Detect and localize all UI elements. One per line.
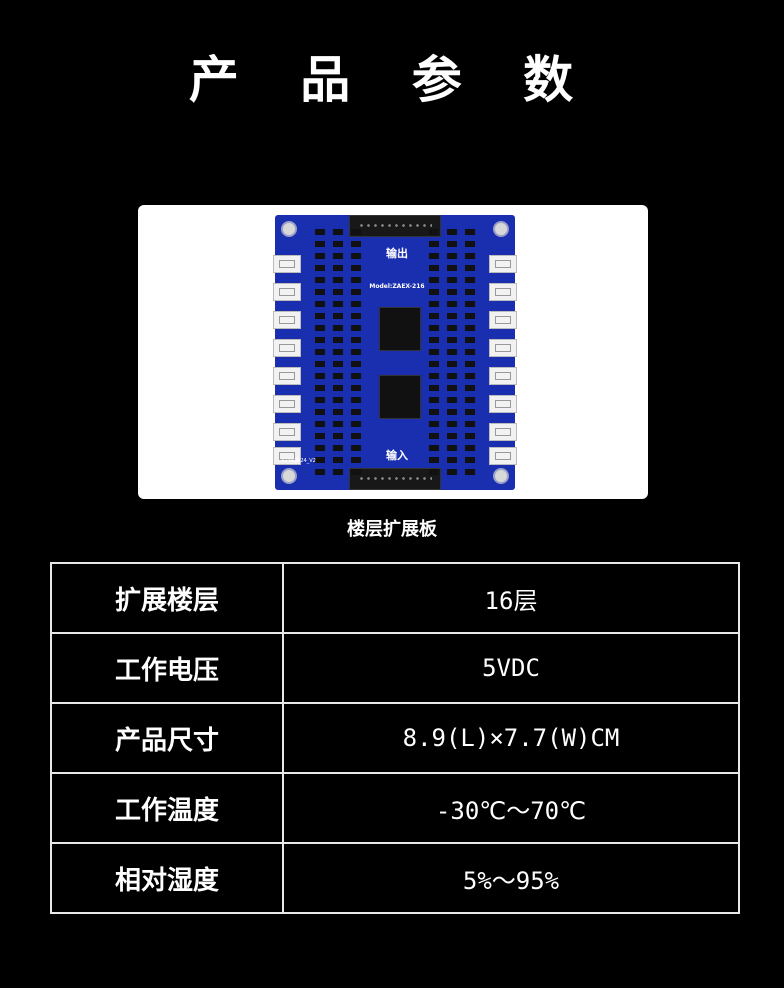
component-column (447, 229, 457, 479)
terminal-connector (273, 255, 301, 273)
board-output-label: 输出 (386, 247, 408, 260)
spec-label: 扩展楼层 (50, 562, 284, 634)
ic-chip (379, 375, 421, 419)
board-version-label: A2343624_V2 (281, 458, 316, 464)
page-title: 产 品 参 数 (188, 51, 596, 109)
component-column (315, 229, 325, 479)
terminal-connector (489, 283, 517, 301)
component-column (465, 229, 475, 479)
output-header-connector (349, 215, 441, 237)
terminal-connector (273, 339, 301, 357)
input-header-connector (349, 468, 441, 490)
spec-value: 8.9(L)×7.7(W)CM (282, 702, 740, 774)
table-row: 相对湿度 5%～95% (50, 842, 740, 914)
spec-label: 工作电压 (50, 632, 284, 704)
spec-label: 工作温度 (50, 772, 284, 844)
photo-caption: 楼层扩展板 (347, 519, 437, 540)
mounting-hole (281, 221, 297, 237)
spec-value: 16层 (282, 562, 740, 634)
terminal-connector (489, 447, 517, 465)
mounting-hole (493, 468, 509, 484)
table-row: 扩展楼层 16层 (50, 562, 740, 634)
terminal-connector (489, 423, 517, 441)
mounting-hole (493, 221, 509, 237)
terminal-connector (273, 423, 301, 441)
component-column (333, 229, 343, 479)
ic-chip (379, 307, 421, 351)
terminal-connector (489, 395, 517, 413)
board-input-label: 输入 (386, 449, 408, 462)
spec-label: 相对湿度 (50, 842, 284, 914)
pcb-board: 输出 Model:ZAEX-216 输入 A2343624_V2 (273, 215, 517, 490)
component-column (429, 229, 439, 479)
spec-label: 产品尺寸 (50, 702, 284, 774)
terminal-connector (489, 339, 517, 357)
terminal-connector (489, 255, 517, 273)
mounting-hole (281, 468, 297, 484)
terminal-connector (273, 283, 301, 301)
terminal-connector (273, 447, 301, 465)
product-photo: 输出 Model:ZAEX-216 输入 A2343624_V2 (138, 205, 648, 499)
terminal-connector (489, 311, 517, 329)
board-model-label: Model:ZAEX-216 (369, 283, 425, 290)
terminal-connector (489, 367, 517, 385)
spec-table: 扩展楼层 16层 工作电压 5VDC 产品尺寸 8.9(L)×7.7(W)CM … (50, 562, 740, 914)
spec-value: 5VDC (282, 632, 740, 704)
spec-value: 5%～95% (282, 842, 740, 914)
table-row: 工作温度 -30℃～70℃ (50, 772, 740, 844)
terminal-connector (273, 395, 301, 413)
terminal-connector (273, 311, 301, 329)
table-row: 产品尺寸 8.9(L)×7.7(W)CM (50, 702, 740, 774)
spec-value: -30℃～70℃ (282, 772, 740, 844)
component-column (351, 229, 361, 479)
table-row: 工作电压 5VDC (50, 632, 740, 704)
terminal-connector (273, 367, 301, 385)
